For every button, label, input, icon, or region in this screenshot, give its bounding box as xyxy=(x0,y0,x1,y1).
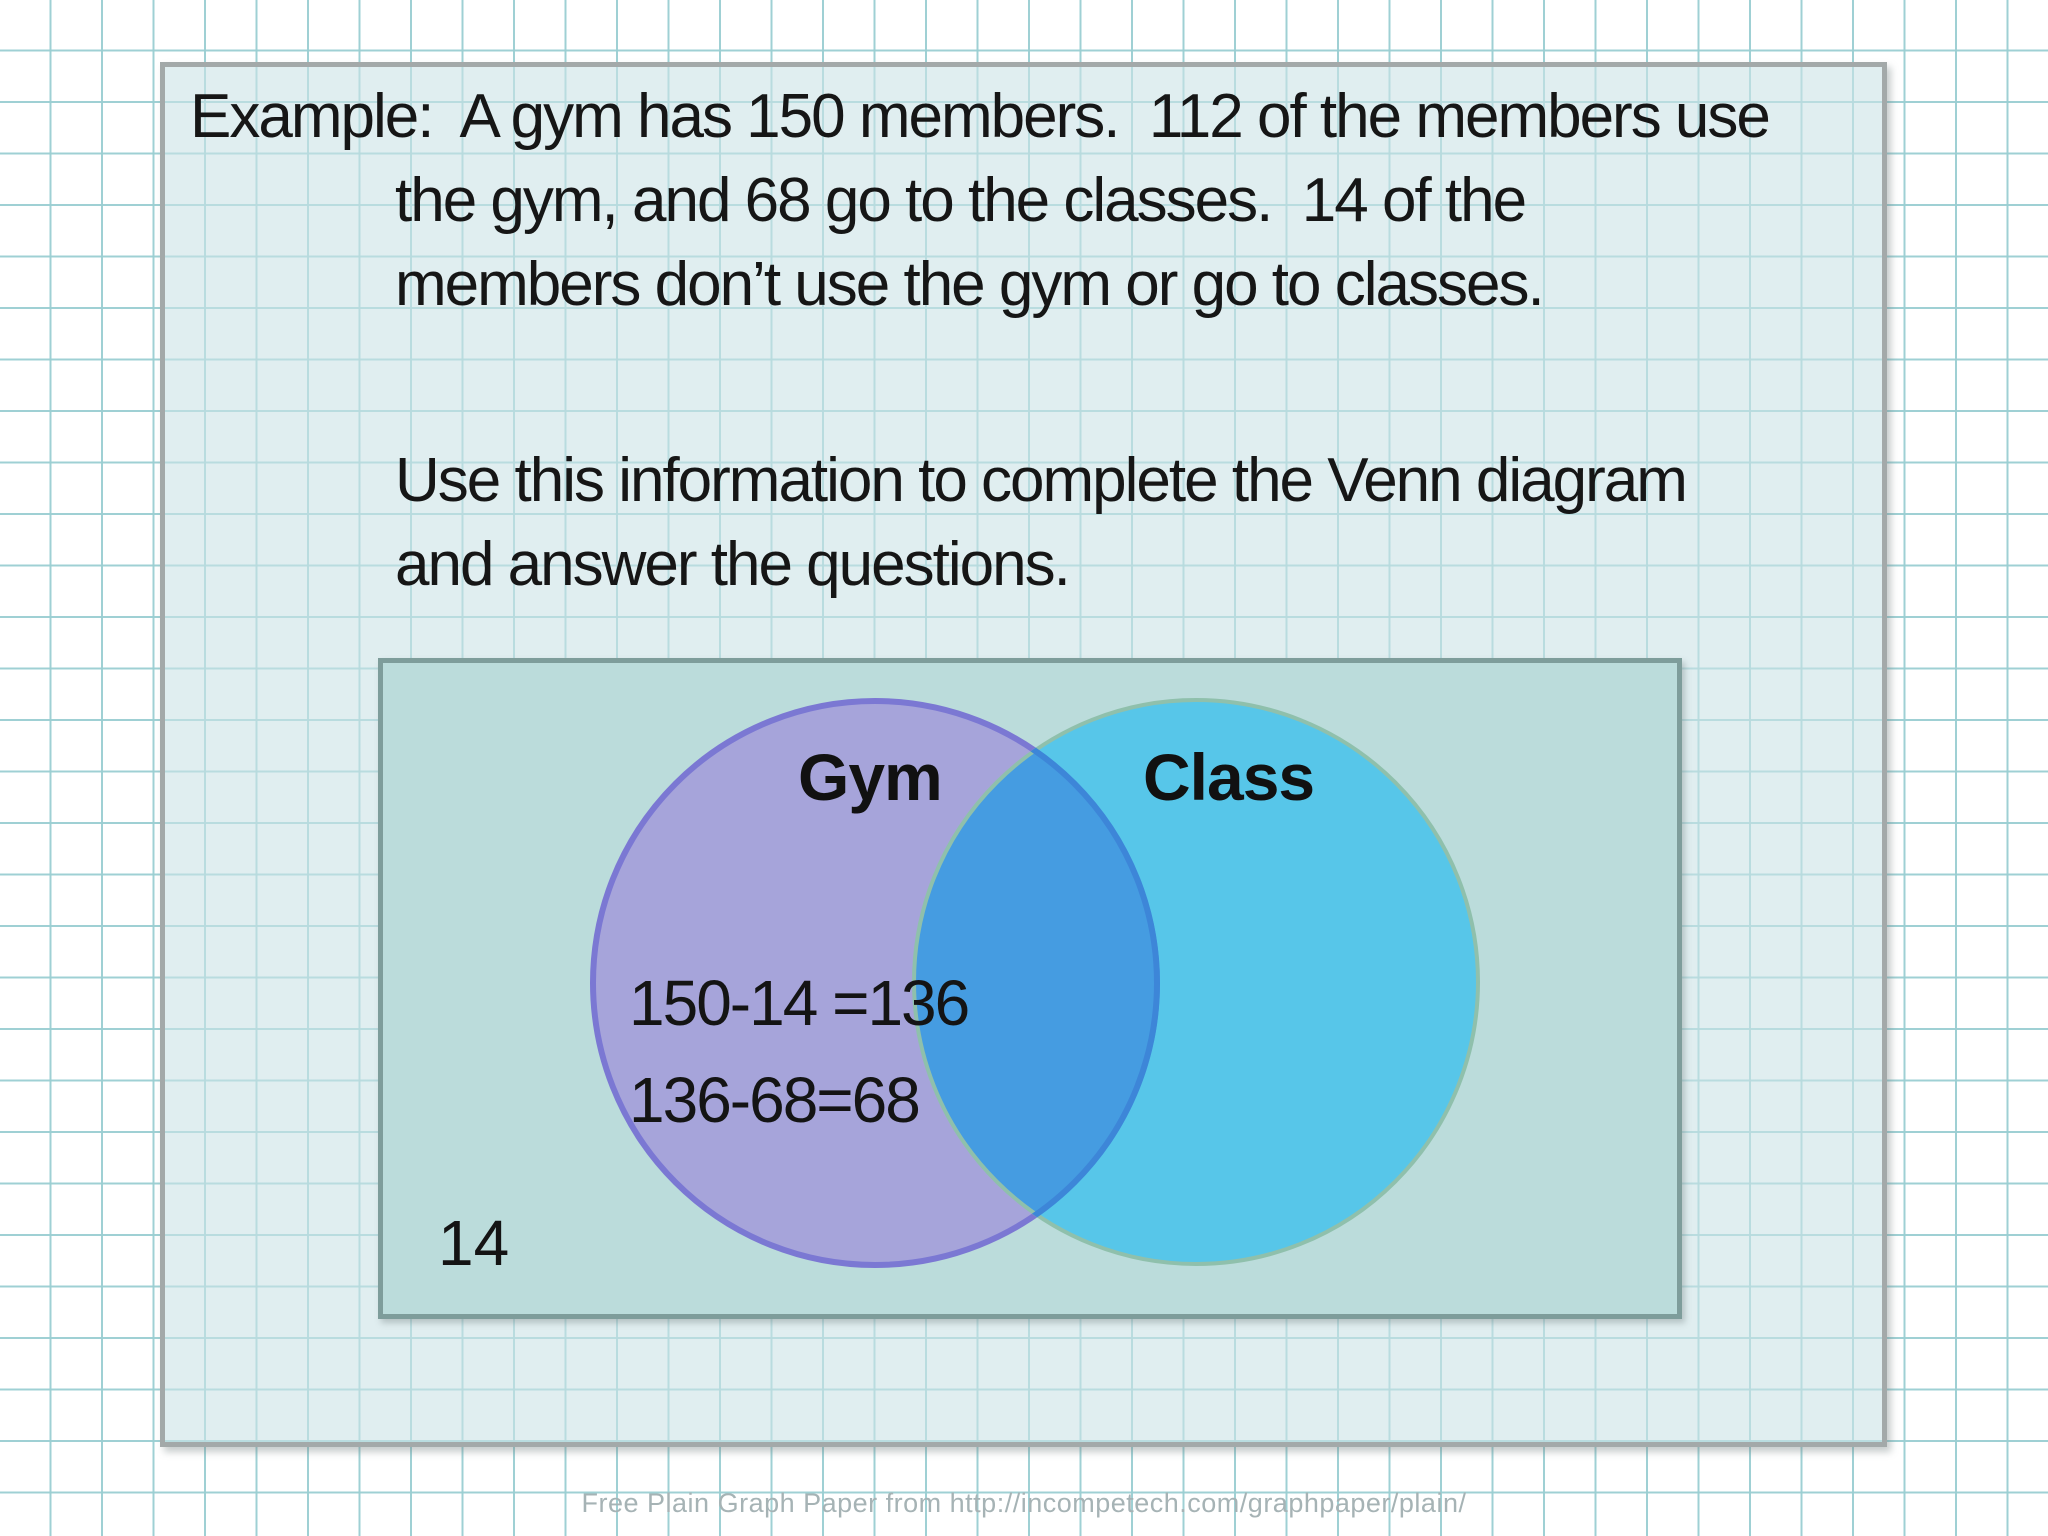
overlap-region xyxy=(914,700,1160,1264)
gym-border-over-class xyxy=(912,698,1160,1266)
instruction-line-1: Use this information to complete the Ven… xyxy=(395,446,1688,515)
venn-circles xyxy=(590,698,1480,1268)
class-label: Class xyxy=(1143,740,1315,814)
work-line-2: 136-68=68 xyxy=(629,1064,921,1136)
watermark: Free Plain Graph Paper from http://incom… xyxy=(581,1488,1467,1518)
problem-line-2: the gym, and 68 go to the classes. 14 of… xyxy=(395,166,1527,235)
slide-panel: Example: A gym has 150 members. 112 of t… xyxy=(160,62,1887,1447)
class-circle-border xyxy=(912,698,1480,1266)
work-line-1: 150-14 =136 xyxy=(629,967,970,1039)
venn-diagram-box: Gym Class 150-14 =136 136-68=68 14 xyxy=(378,658,1682,1319)
problem-line-3: members don’t use the gym or go to class… xyxy=(395,250,1545,319)
outside-count: 14 xyxy=(438,1207,510,1279)
problem-line-1: Example: A gym has 150 members. 112 of t… xyxy=(190,82,1771,151)
gym-label: Gym xyxy=(798,740,943,814)
instruction-text: Use this information to complete the Ven… xyxy=(395,439,1688,607)
instruction-line-2: and answer the questions. xyxy=(395,530,1071,599)
problem-text: Example: A gym has 150 members. 112 of t… xyxy=(190,75,1771,327)
